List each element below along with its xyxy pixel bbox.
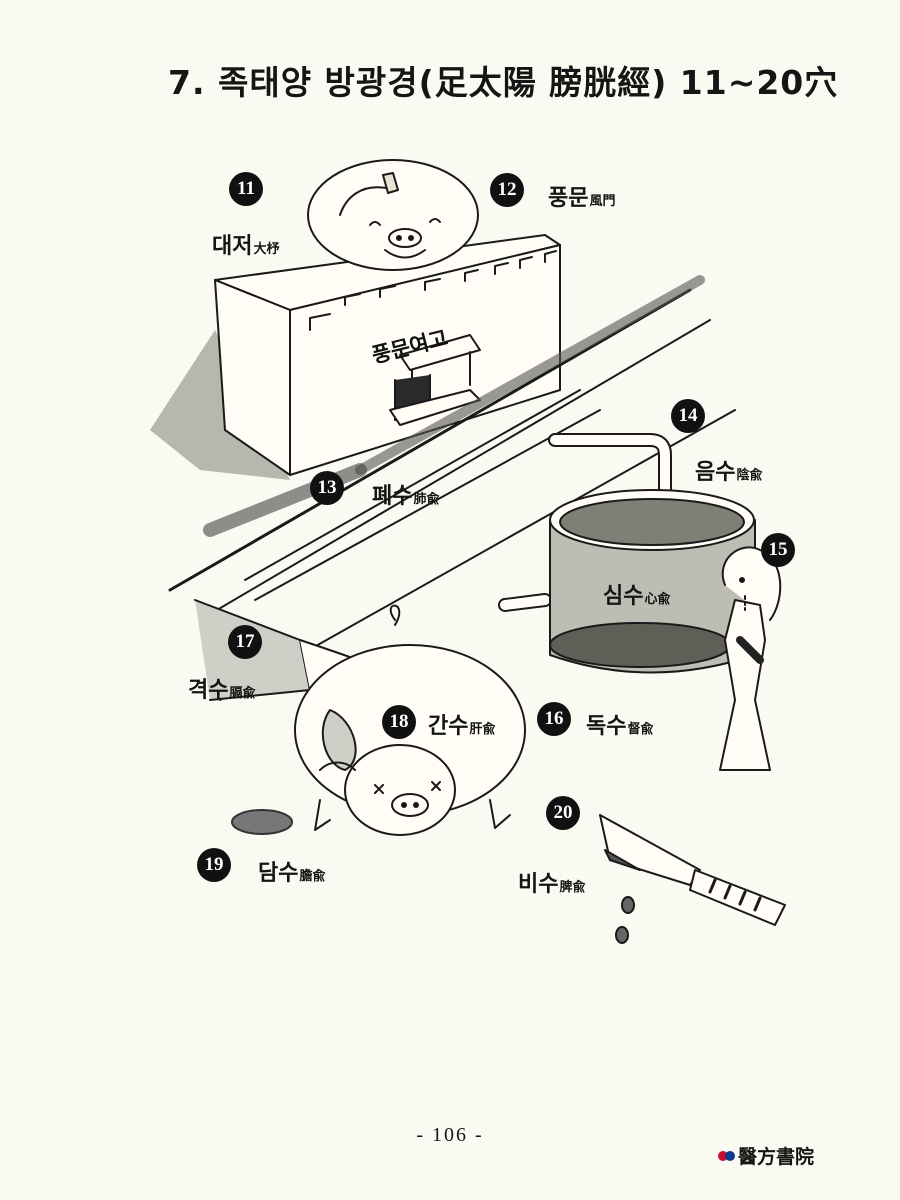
point-number-badge: 18 <box>382 705 416 739</box>
publisher-logo: 醫方書院 <box>718 1142 814 1169</box>
acupoint-label: 독수督兪 <box>586 714 654 739</box>
page-number: - 106 - <box>416 1124 484 1146</box>
acupoint-label: 음수陰兪 <box>695 460 763 485</box>
water-tank <box>549 489 756 674</box>
point-number-badge: 17 <box>228 625 262 659</box>
acupoint-label: 격수膈兪 <box>188 678 256 703</box>
point-number-badge: 12 <box>490 173 524 207</box>
knife <box>599 814 786 944</box>
acupoint-label: 폐수肺兪 <box>372 484 440 509</box>
point-number-badge: 19 <box>197 848 231 882</box>
point-number-badge: 16 <box>537 702 571 736</box>
crying-woman <box>719 546 782 771</box>
blood-puddle <box>231 809 293 835</box>
acupoint-label: 비수脾兪 <box>518 872 586 897</box>
blue-dot-icon <box>725 1150 735 1161</box>
acupoint-label: 담수膽兪 <box>258 861 326 886</box>
school-building <box>214 234 561 476</box>
publisher-name: 醫方書院 <box>738 1146 815 1168</box>
acupoint-label: 풍문風門 <box>548 186 616 211</box>
acupoint-label: 간수肝兪 <box>428 714 496 739</box>
point-number-badge: 15 <box>761 533 795 567</box>
point-number-badge: 14 <box>671 399 705 433</box>
page-title: 7. 족태양 방광경(足太陽 膀胱經) 11~20穴 <box>168 63 839 102</box>
pipe <box>498 433 672 612</box>
point-number-badge: 11 <box>229 172 263 206</box>
pig-face-roof <box>307 159 479 271</box>
red-dot-icon <box>718 1150 728 1161</box>
acupoint-label: 대저大杼 <box>212 234 280 259</box>
point-number-badge: 13 <box>310 471 344 505</box>
publisher-dots-icon <box>718 1150 735 1161</box>
acupoint-label: 심수心兪 <box>603 584 671 609</box>
point-number-badge: 20 <box>546 796 580 830</box>
